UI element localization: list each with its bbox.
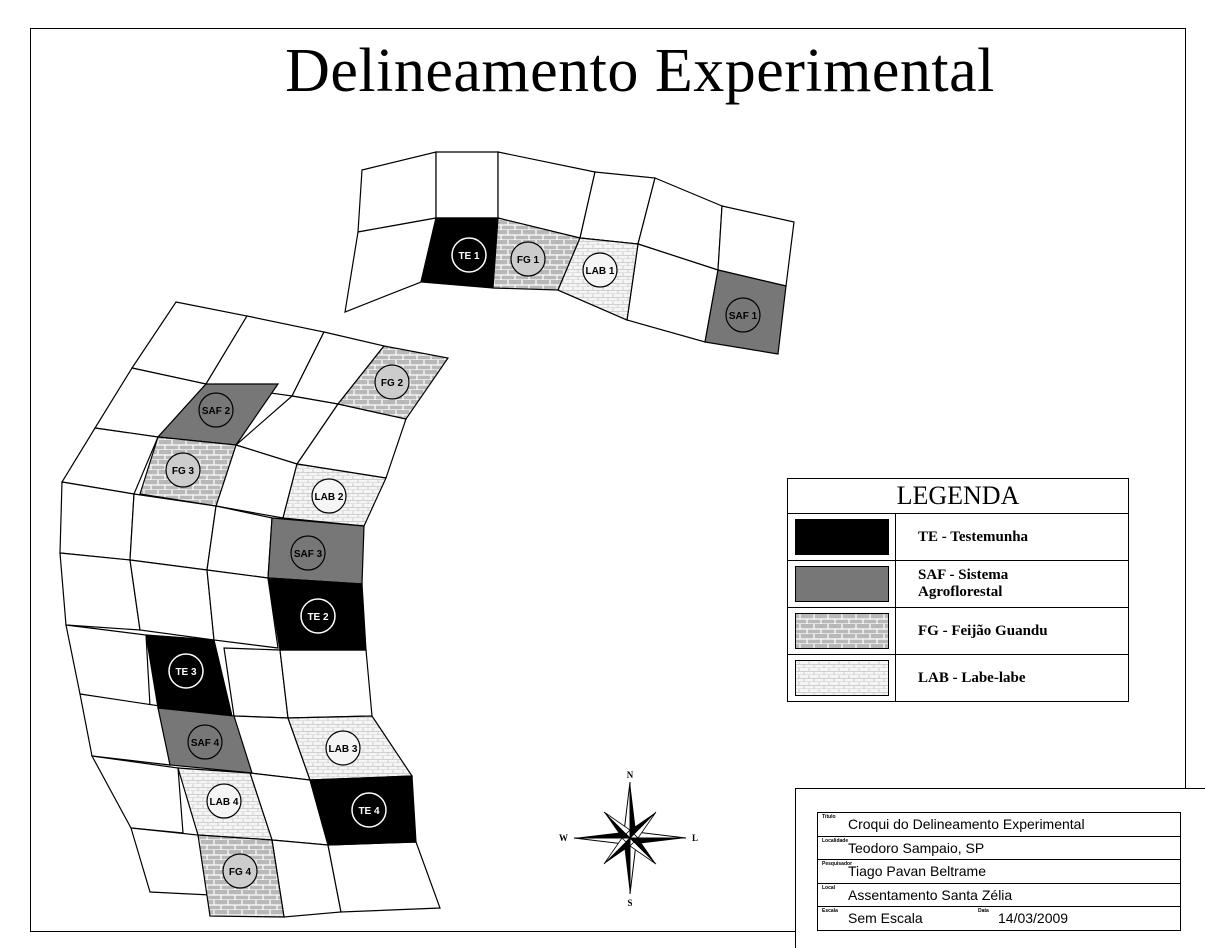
label-saf2-text: SAF 2 bbox=[202, 406, 231, 417]
label-lab1-text: LAB 1 bbox=[586, 266, 615, 277]
legend-swatch-fg bbox=[794, 613, 889, 649]
legend: LEGENDA TE - Testemunha SAF - Sistema Ag… bbox=[787, 478, 1129, 702]
label-te3-text: TE 3 bbox=[175, 667, 197, 678]
legend-item-saf: SAF - Sistema Agroflorestal bbox=[788, 561, 1128, 608]
label-lab4: LAB 4 bbox=[206, 783, 242, 819]
localidade-tag: Localidade bbox=[822, 837, 849, 844]
plot-cell bbox=[279, 649, 373, 719]
plot-cell bbox=[435, 151, 499, 219]
data-value: 14/03/2009 bbox=[998, 910, 1069, 926]
legend-label-lab: LAB - Labe-labe bbox=[918, 669, 1026, 686]
plot-labels: TE 1 FG 1 LAB 1 SAF 1 SAF 2 FG 2 FG 3 LA… bbox=[165, 237, 761, 889]
legend-label-fg: FG - Feijão Guandu bbox=[918, 622, 1048, 639]
label-saf4: SAF 4 bbox=[187, 724, 223, 760]
page-title: Delineamento Experimental bbox=[285, 37, 995, 105]
plot-cell bbox=[59, 552, 141, 631]
label-te2: TE 2 bbox=[300, 598, 336, 634]
title-block-row-localidade: Localidade Teodoro Sampaio, SP bbox=[818, 837, 1180, 860]
label-saf1: SAF 1 bbox=[725, 297, 761, 333]
legend-label-saf: SAF - Sistema Agroflorestal bbox=[918, 567, 1009, 600]
title-block-row-escala: Escala Sem Escala Data 14/03/2009 bbox=[818, 907, 1180, 930]
legend-item-lab: LAB - Labe-labe bbox=[788, 655, 1128, 701]
label-saf4-text: SAF 4 bbox=[191, 738, 220, 749]
compass-west: W bbox=[559, 833, 568, 843]
title-block: Título Croqui do Delineamento Experiment… bbox=[817, 812, 1181, 931]
legend-label-te: TE - Testemunha bbox=[918, 528, 1029, 545]
localidade-value: Teodoro Sampaio, SP bbox=[848, 839, 985, 856]
legend-title: LEGENDA bbox=[788, 479, 1128, 514]
plot-cell bbox=[79, 693, 171, 766]
label-lab2-text: LAB 2 bbox=[315, 492, 344, 503]
plot-cell bbox=[206, 505, 273, 579]
data-tag: Data bbox=[978, 908, 989, 914]
label-lab4-text: LAB 4 bbox=[210, 797, 239, 808]
legend-swatch-te bbox=[794, 519, 889, 555]
compass-rose: N S L W bbox=[559, 770, 698, 908]
label-fg2-text: FG 2 bbox=[381, 378, 404, 389]
label-fg1-text: FG 1 bbox=[517, 255, 540, 266]
main-field-block bbox=[59, 301, 441, 918]
legend-swatch-saf bbox=[794, 566, 889, 602]
map-frame bbox=[30, 28, 1186, 932]
label-saf3: SAF 3 bbox=[290, 535, 326, 571]
label-lab3-text: LAB 3 bbox=[329, 744, 358, 755]
title-block-row-local: Local Assentamento Santa Zélia bbox=[818, 884, 1180, 907]
plot-cell bbox=[90, 755, 184, 834]
pesquisador-tag: Pesquisador bbox=[822, 861, 853, 867]
legend-swatch-lab bbox=[794, 660, 889, 696]
label-lab1: LAB 1 bbox=[582, 252, 618, 288]
local-value: Assentamento Santa Zélia bbox=[848, 886, 1013, 903]
label-te2-text: TE 2 bbox=[307, 612, 329, 623]
label-te1-text: TE 1 bbox=[458, 251, 480, 262]
plot-cell bbox=[59, 481, 135, 561]
legend-item-fg: FG - Feijão Guandu bbox=[788, 608, 1128, 655]
label-fg4-text: FG 4 bbox=[229, 867, 252, 878]
label-fg4: FG 4 bbox=[222, 853, 258, 889]
pesquisador-value: Tiago Pavan Beltrame bbox=[848, 863, 986, 879]
label-te1: TE 1 bbox=[451, 237, 487, 273]
label-fg1: FG 1 bbox=[510, 241, 546, 277]
plot-cell bbox=[129, 559, 215, 641]
label-saf3-text: SAF 3 bbox=[294, 549, 323, 560]
label-lab2: LAB 2 bbox=[311, 478, 347, 514]
label-te4-text: TE 4 bbox=[358, 806, 380, 817]
plot-cell bbox=[223, 647, 289, 719]
local-tag: Local bbox=[822, 884, 836, 891]
plot-cell bbox=[65, 624, 151, 707]
plot-cell bbox=[327, 841, 441, 913]
escala-value: Sem Escala bbox=[848, 910, 923, 926]
label-fg3: FG 3 bbox=[165, 452, 201, 488]
label-te3: TE 3 bbox=[168, 653, 204, 689]
escala-tag: Escala bbox=[822, 908, 838, 914]
compass-south: S bbox=[627, 898, 632, 908]
title-block-row-titulo: Título Croqui do Delineamento Experiment… bbox=[818, 813, 1180, 837]
title-block-row-pesquisador: Pesquisador Tiago Pavan Beltrame bbox=[818, 860, 1180, 884]
titulo-value: Croqui do Delineamento Experimental bbox=[848, 816, 1085, 832]
plot-cell bbox=[206, 569, 279, 649]
label-fg3-text: FG 3 bbox=[172, 466, 195, 477]
titulo-tag: Título bbox=[822, 814, 836, 820]
label-saf1-text: SAF 1 bbox=[729, 311, 758, 322]
label-saf2: SAF 2 bbox=[198, 392, 234, 428]
plot-cell bbox=[129, 493, 217, 571]
label-te4: TE 4 bbox=[351, 792, 387, 828]
legend-item-te: TE - Testemunha bbox=[788, 514, 1128, 561]
label-fg2: FG 2 bbox=[374, 364, 410, 400]
label-lab3: LAB 3 bbox=[325, 730, 361, 766]
plot-cell bbox=[344, 217, 437, 313]
compass-east: L bbox=[692, 833, 698, 843]
compass-north: N bbox=[627, 770, 634, 780]
